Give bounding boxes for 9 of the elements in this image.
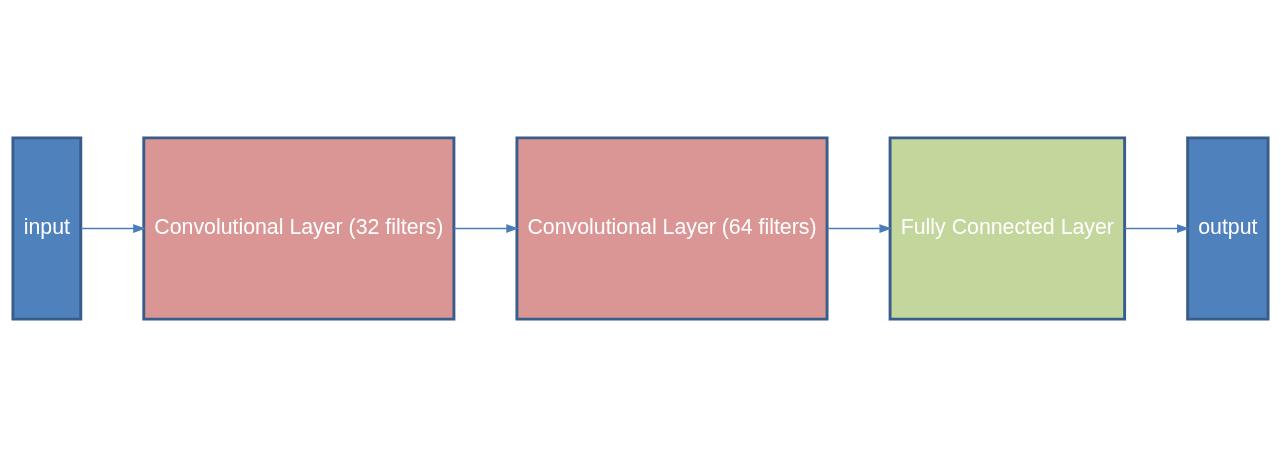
node-box: Fully Connected Layer xyxy=(888,135,1127,321)
node-box: input xyxy=(11,135,83,321)
arrow xyxy=(80,223,146,233)
node-box: Convolutional Layer (32 filters) xyxy=(142,135,456,321)
node-box: Convolutional Layer (64 filters) xyxy=(515,135,829,321)
arrow xyxy=(453,223,519,233)
arrow xyxy=(1123,223,1190,233)
arrow xyxy=(826,223,893,233)
node-box: output xyxy=(1186,135,1270,321)
